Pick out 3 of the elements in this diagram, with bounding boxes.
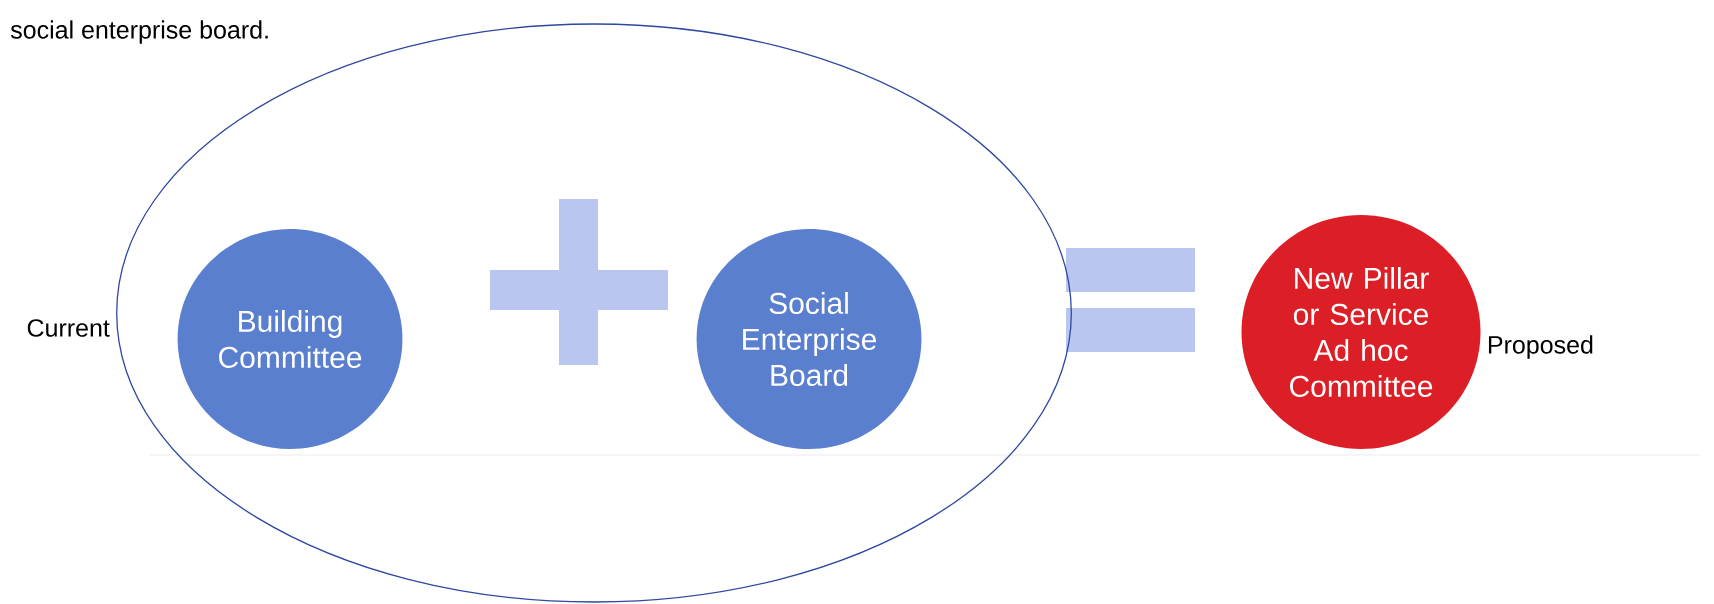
side-label: Proposed xyxy=(1488,335,1593,359)
note-text: social enterprise board. xyxy=(10,20,268,44)
side-label: Current xyxy=(27,319,110,337)
